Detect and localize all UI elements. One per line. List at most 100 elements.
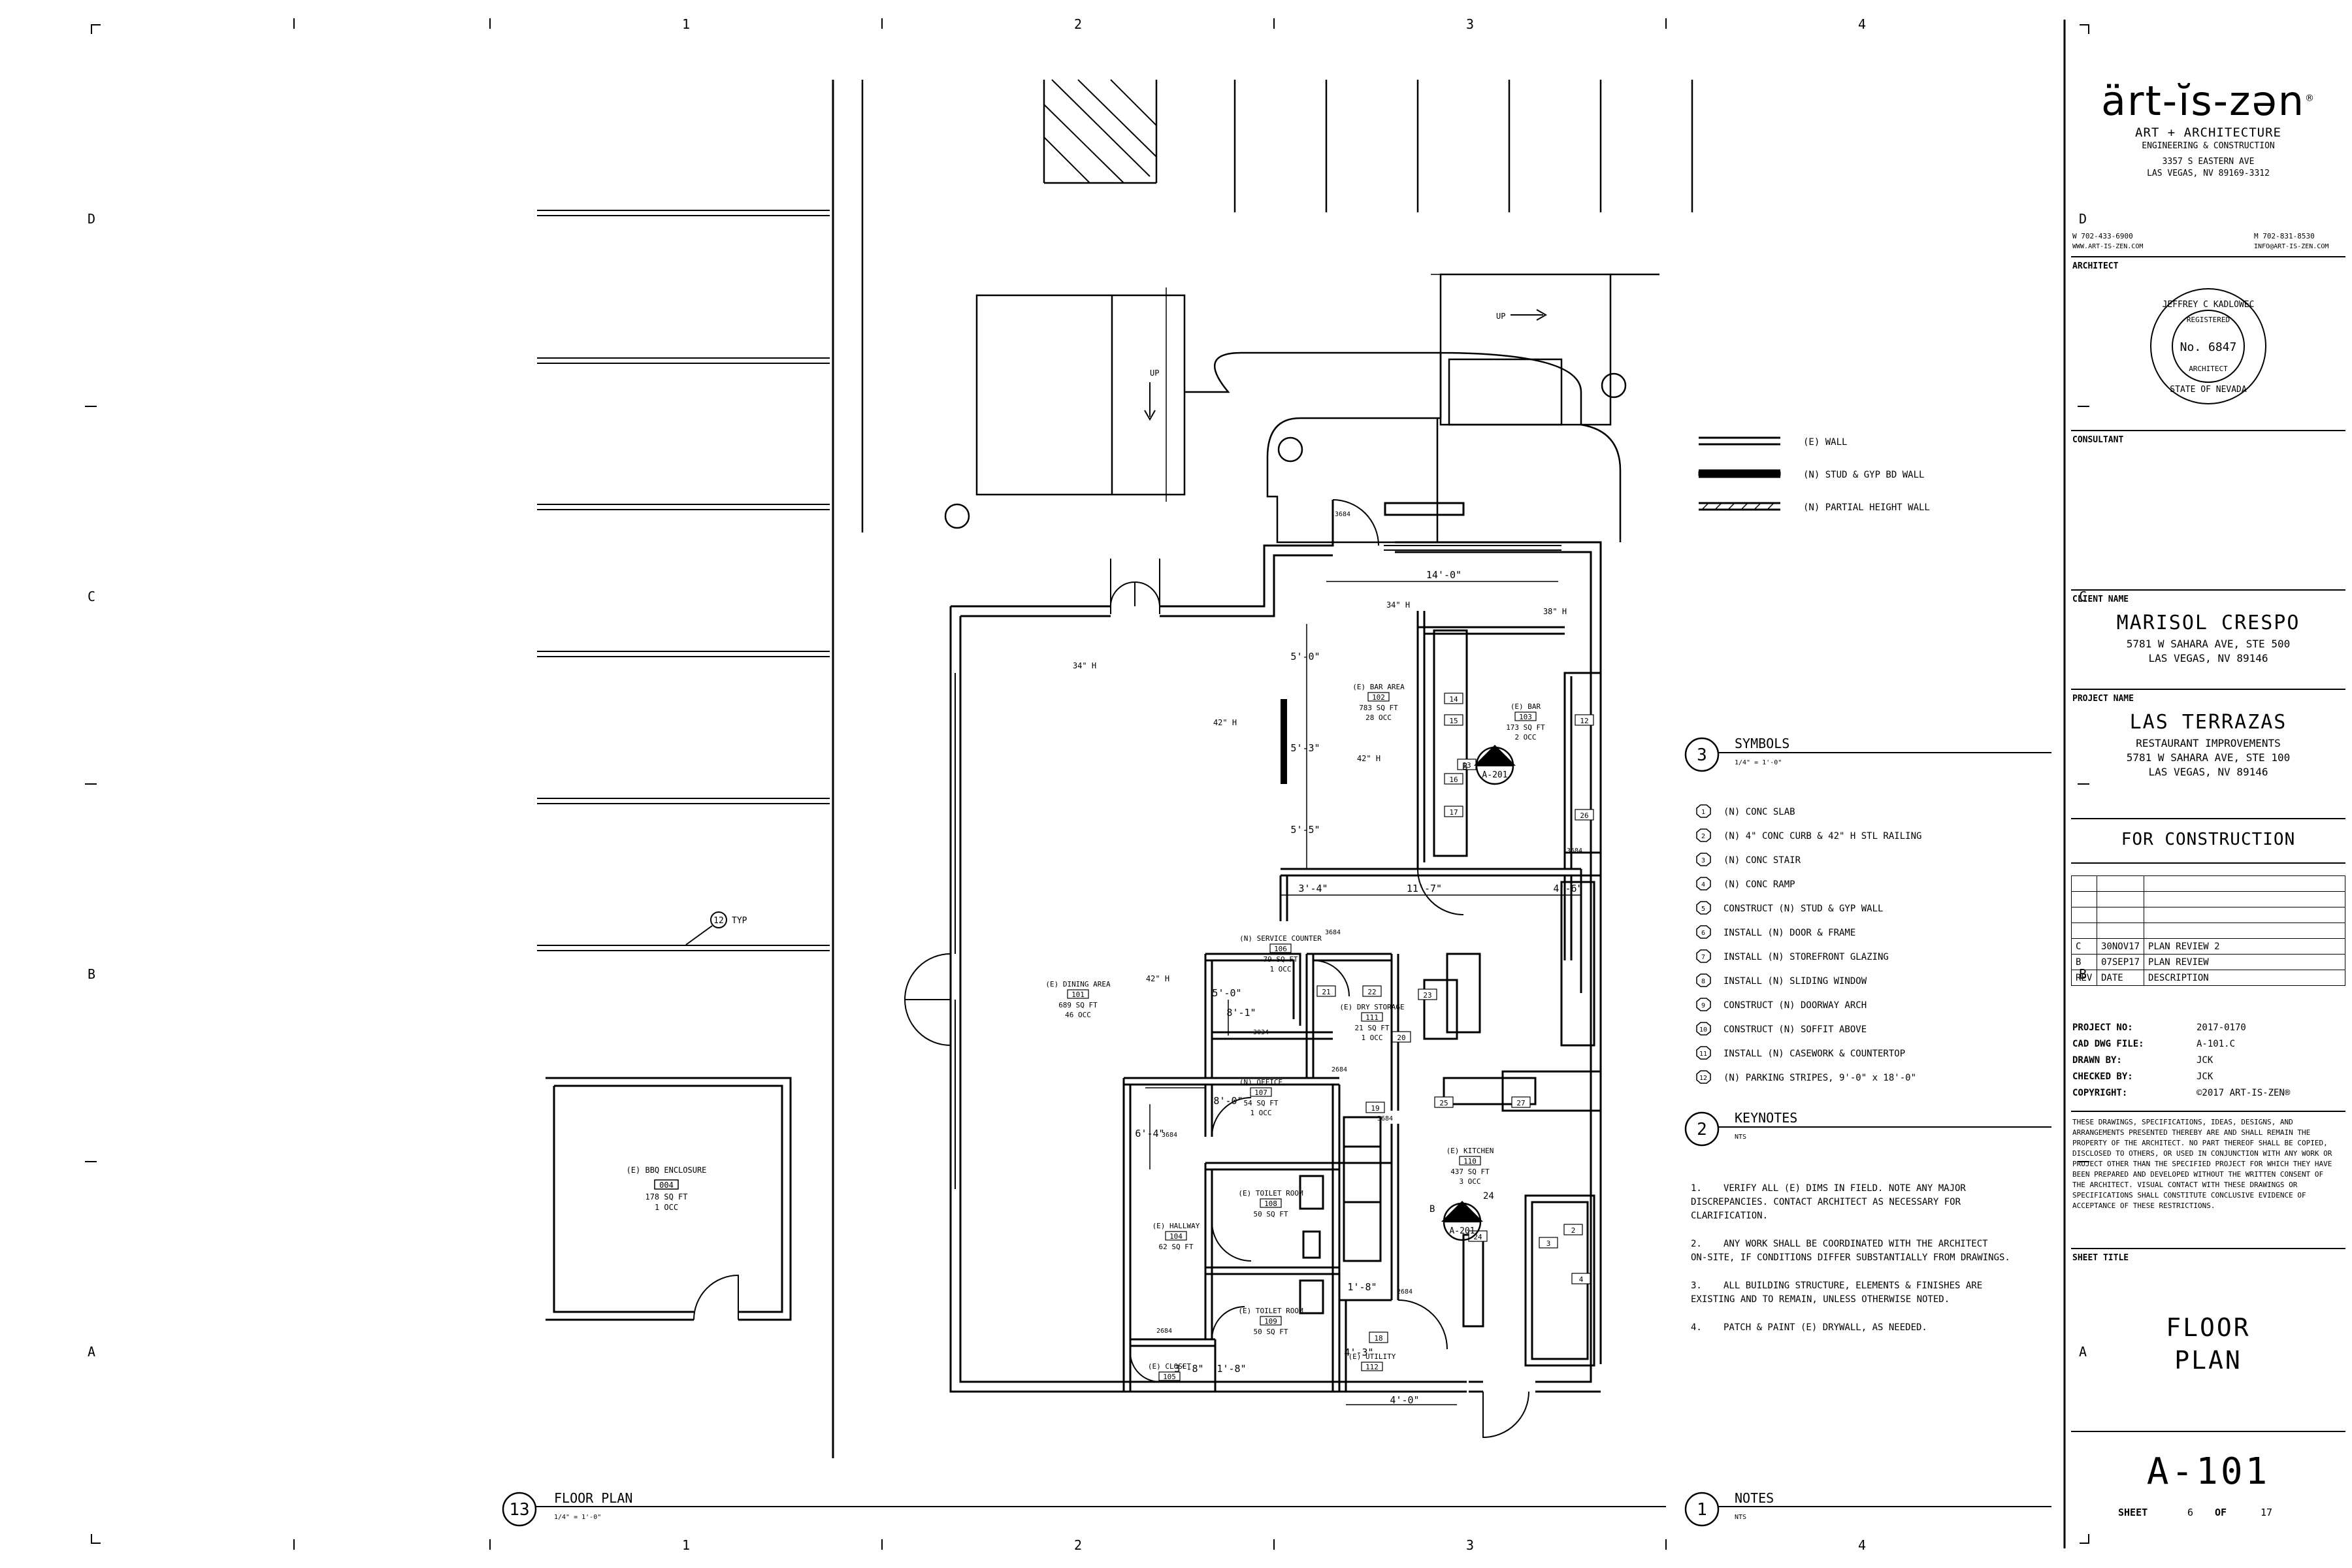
svg-text:783 SQ FT: 783 SQ FT [1359, 704, 1398, 712]
svg-text:7: 7 [1701, 954, 1705, 961]
sheet-label: SHEET [2118, 1507, 2148, 1518]
grid-col-top-3: 3 [1466, 16, 1474, 32]
svg-text:3: 3 [1697, 745, 1707, 765]
svg-text:3: 3 [1546, 1239, 1551, 1248]
svg-text:(N) OFFICE: (N) OFFICE [1239, 1078, 1282, 1086]
equipment-tag: 12 [1575, 714, 1594, 726]
svg-text:ANY WORK SHALL BE COORDINATED: ANY WORK SHALL BE COORDINATED WITH THE A… [1723, 1239, 1988, 1249]
svg-text:NTS: NTS [1735, 1134, 1746, 1141]
equipment-tag: 25 [1434, 1096, 1454, 1108]
svg-text:437 SQ FT: 437 SQ FT [1450, 1168, 1490, 1176]
svg-text:2 OCC: 2 OCC [1514, 733, 1536, 742]
svg-text:3: 3 [1701, 857, 1705, 864]
firm-subtitle: ART + ARCHITECTURE [2135, 125, 2281, 140]
grid-col-bottom-2: 2 [1074, 1537, 1082, 1553]
svg-text:101: 101 [1071, 990, 1085, 999]
equipment-tag: 4 [1571, 1273, 1591, 1284]
height-note: 42" H [1213, 718, 1237, 727]
corner-marks [91, 24, 2089, 1544]
dimension-label: 4'-0" [1390, 1394, 1419, 1406]
symbol-item: 2(N) 4" CONC CURB & 42" H STL RAILING [1696, 828, 1921, 842]
svg-text:105: 105 [1163, 1373, 1176, 1381]
equipment-tag: 2 [1563, 1224, 1583, 1235]
dimension-label: 11'-7" [1407, 883, 1442, 894]
equipment-tag: 21 [1316, 985, 1336, 997]
equipment-tag: 26 [1575, 809, 1594, 821]
grid-row-d-right: D [2079, 211, 2087, 227]
svg-text:INSTALL (N) CASEWORK & COUNTER: INSTALL (N) CASEWORK & COUNTERTOP [1723, 1049, 1905, 1059]
grid-col-bottom-3: 3 [1466, 1537, 1474, 1553]
firm-name: ärt-ĭs-zən [2100, 77, 2306, 125]
grid-row-c-right: C [2079, 589, 2087, 604]
svg-text:2: 2 [1571, 1226, 1576, 1235]
svg-text:50 SQ FT: 50 SQ FT [1254, 1328, 1288, 1336]
svg-text:6: 6 [1701, 930, 1705, 937]
project-subtitle: RESTAURANT IMPROVEMENTS [2136, 737, 2281, 749]
architect-label: ARCHITECT [2072, 261, 2119, 271]
keynotes-header: 2 KEYNOTES NTS [1684, 1110, 2051, 1147]
legend-partial-wall: (N) PARTIAL HEIGHT WALL [1803, 502, 1930, 513]
door-tag: 3684 [1377, 1115, 1393, 1122]
grid-col-bottom-1: 1 [682, 1537, 690, 1553]
svg-text:21: 21 [1322, 988, 1330, 996]
dimension-label: 1'-8" [1347, 1281, 1377, 1293]
symbol-item: 4(N) CONC RAMP [1696, 877, 1795, 890]
svg-text:1: 1 [1701, 809, 1705, 816]
svg-text:UP: UP [1150, 368, 1159, 378]
parking-stripes [537, 80, 834, 1458]
svg-text:27: 27 [1516, 1099, 1525, 1107]
info-copyright: COPYRIGHT:©2017 ART-IS-ZEN® [2072, 1088, 2291, 1098]
svg-text:NTS: NTS [1735, 1514, 1746, 1521]
svg-text:22: 22 [1367, 988, 1376, 996]
dimension-label: 8'-1" [1226, 1007, 1256, 1019]
firm-reg-mark: ® [2305, 93, 2316, 104]
svg-text:(E) BBQ ENCLOSURE: (E) BBQ ENCLOSURE [627, 1166, 707, 1175]
project-address-1: 5781 W SAHARA AVE, STE 100 [2126, 751, 2291, 764]
svg-text:104: 104 [1169, 1232, 1183, 1241]
project-address-2: LAS VEGAS, NV 89146 [2148, 766, 2268, 778]
svg-text:19: 19 [1371, 1104, 1379, 1113]
svg-text:28 OCC: 28 OCC [1365, 713, 1392, 722]
keynote-item: 1.VERIFY ALL (E) DIMS IN FIELD. NOTE ANY… [1691, 1183, 1966, 1221]
svg-text:112: 112 [1365, 1363, 1379, 1371]
svg-text:54 SQ FT: 54 SQ FT [1244, 1099, 1279, 1107]
firm-phone-w: W 702-433-6900 [2072, 232, 2133, 240]
svg-text:(E) HALLWAY: (E) HALLWAY [1152, 1222, 1200, 1230]
door-tag: 3684 [1335, 511, 1350, 518]
svg-text:18: 18 [1374, 1334, 1382, 1343]
grid-ticks [85, 18, 2089, 1550]
disclaimer-text: THESE DRAWINGS, SPECIFICATIONS, IDEAS, D… [2072, 1118, 2332, 1210]
svg-text:111: 111 [1365, 1013, 1379, 1022]
plan-tags: 14'-0"5'-0"5'-3"5'-5"3'-4"11'-7"4'-6"5'-… [1073, 511, 1594, 1406]
height-note: 42" H [1146, 974, 1169, 983]
svg-text:1 OCC: 1 OCC [1250, 1109, 1271, 1117]
svg-text:110: 110 [1463, 1157, 1477, 1166]
svg-text:13: 13 [509, 1500, 529, 1520]
of-label: OF [2215, 1507, 2227, 1518]
svg-text:50 SQ FT: 50 SQ FT [1254, 1210, 1288, 1218]
info-project-no: PROJECT NO:2017-0170 [2072, 1022, 2246, 1033]
svg-text:62 SQ FT: 62 SQ FT [1159, 1243, 1194, 1251]
svg-text:(N) SERVICE COUNTER: (N) SERVICE COUNTER [1239, 934, 1322, 943]
dimension-label: 5'-5" [1290, 824, 1320, 836]
svg-text:TYP: TYP [732, 916, 747, 926]
svg-text:CONSTRUCT (N) SOFFIT ABOVE: CONSTRUCT (N) SOFFIT ABOVE [1723, 1024, 1867, 1035]
svg-text:11: 11 [1699, 1051, 1707, 1058]
equipment-tag: 27 [1511, 1096, 1531, 1108]
equipment-tag: 15 [1444, 714, 1463, 726]
sheet-title-line-1: FLOOR [2166, 1313, 2251, 1342]
svg-text:109: 109 [1264, 1317, 1277, 1326]
height-note: 34" H [1386, 600, 1410, 610]
svg-text:16: 16 [1449, 776, 1458, 784]
symbol-item: 11 INSTALL (N) CASEWORK & COUNTERTOP [1696, 1046, 1905, 1060]
equipment-tag: 23 [1418, 988, 1437, 1000]
firm-address-1: 3357 S EASTERN AVE [2162, 157, 2255, 167]
